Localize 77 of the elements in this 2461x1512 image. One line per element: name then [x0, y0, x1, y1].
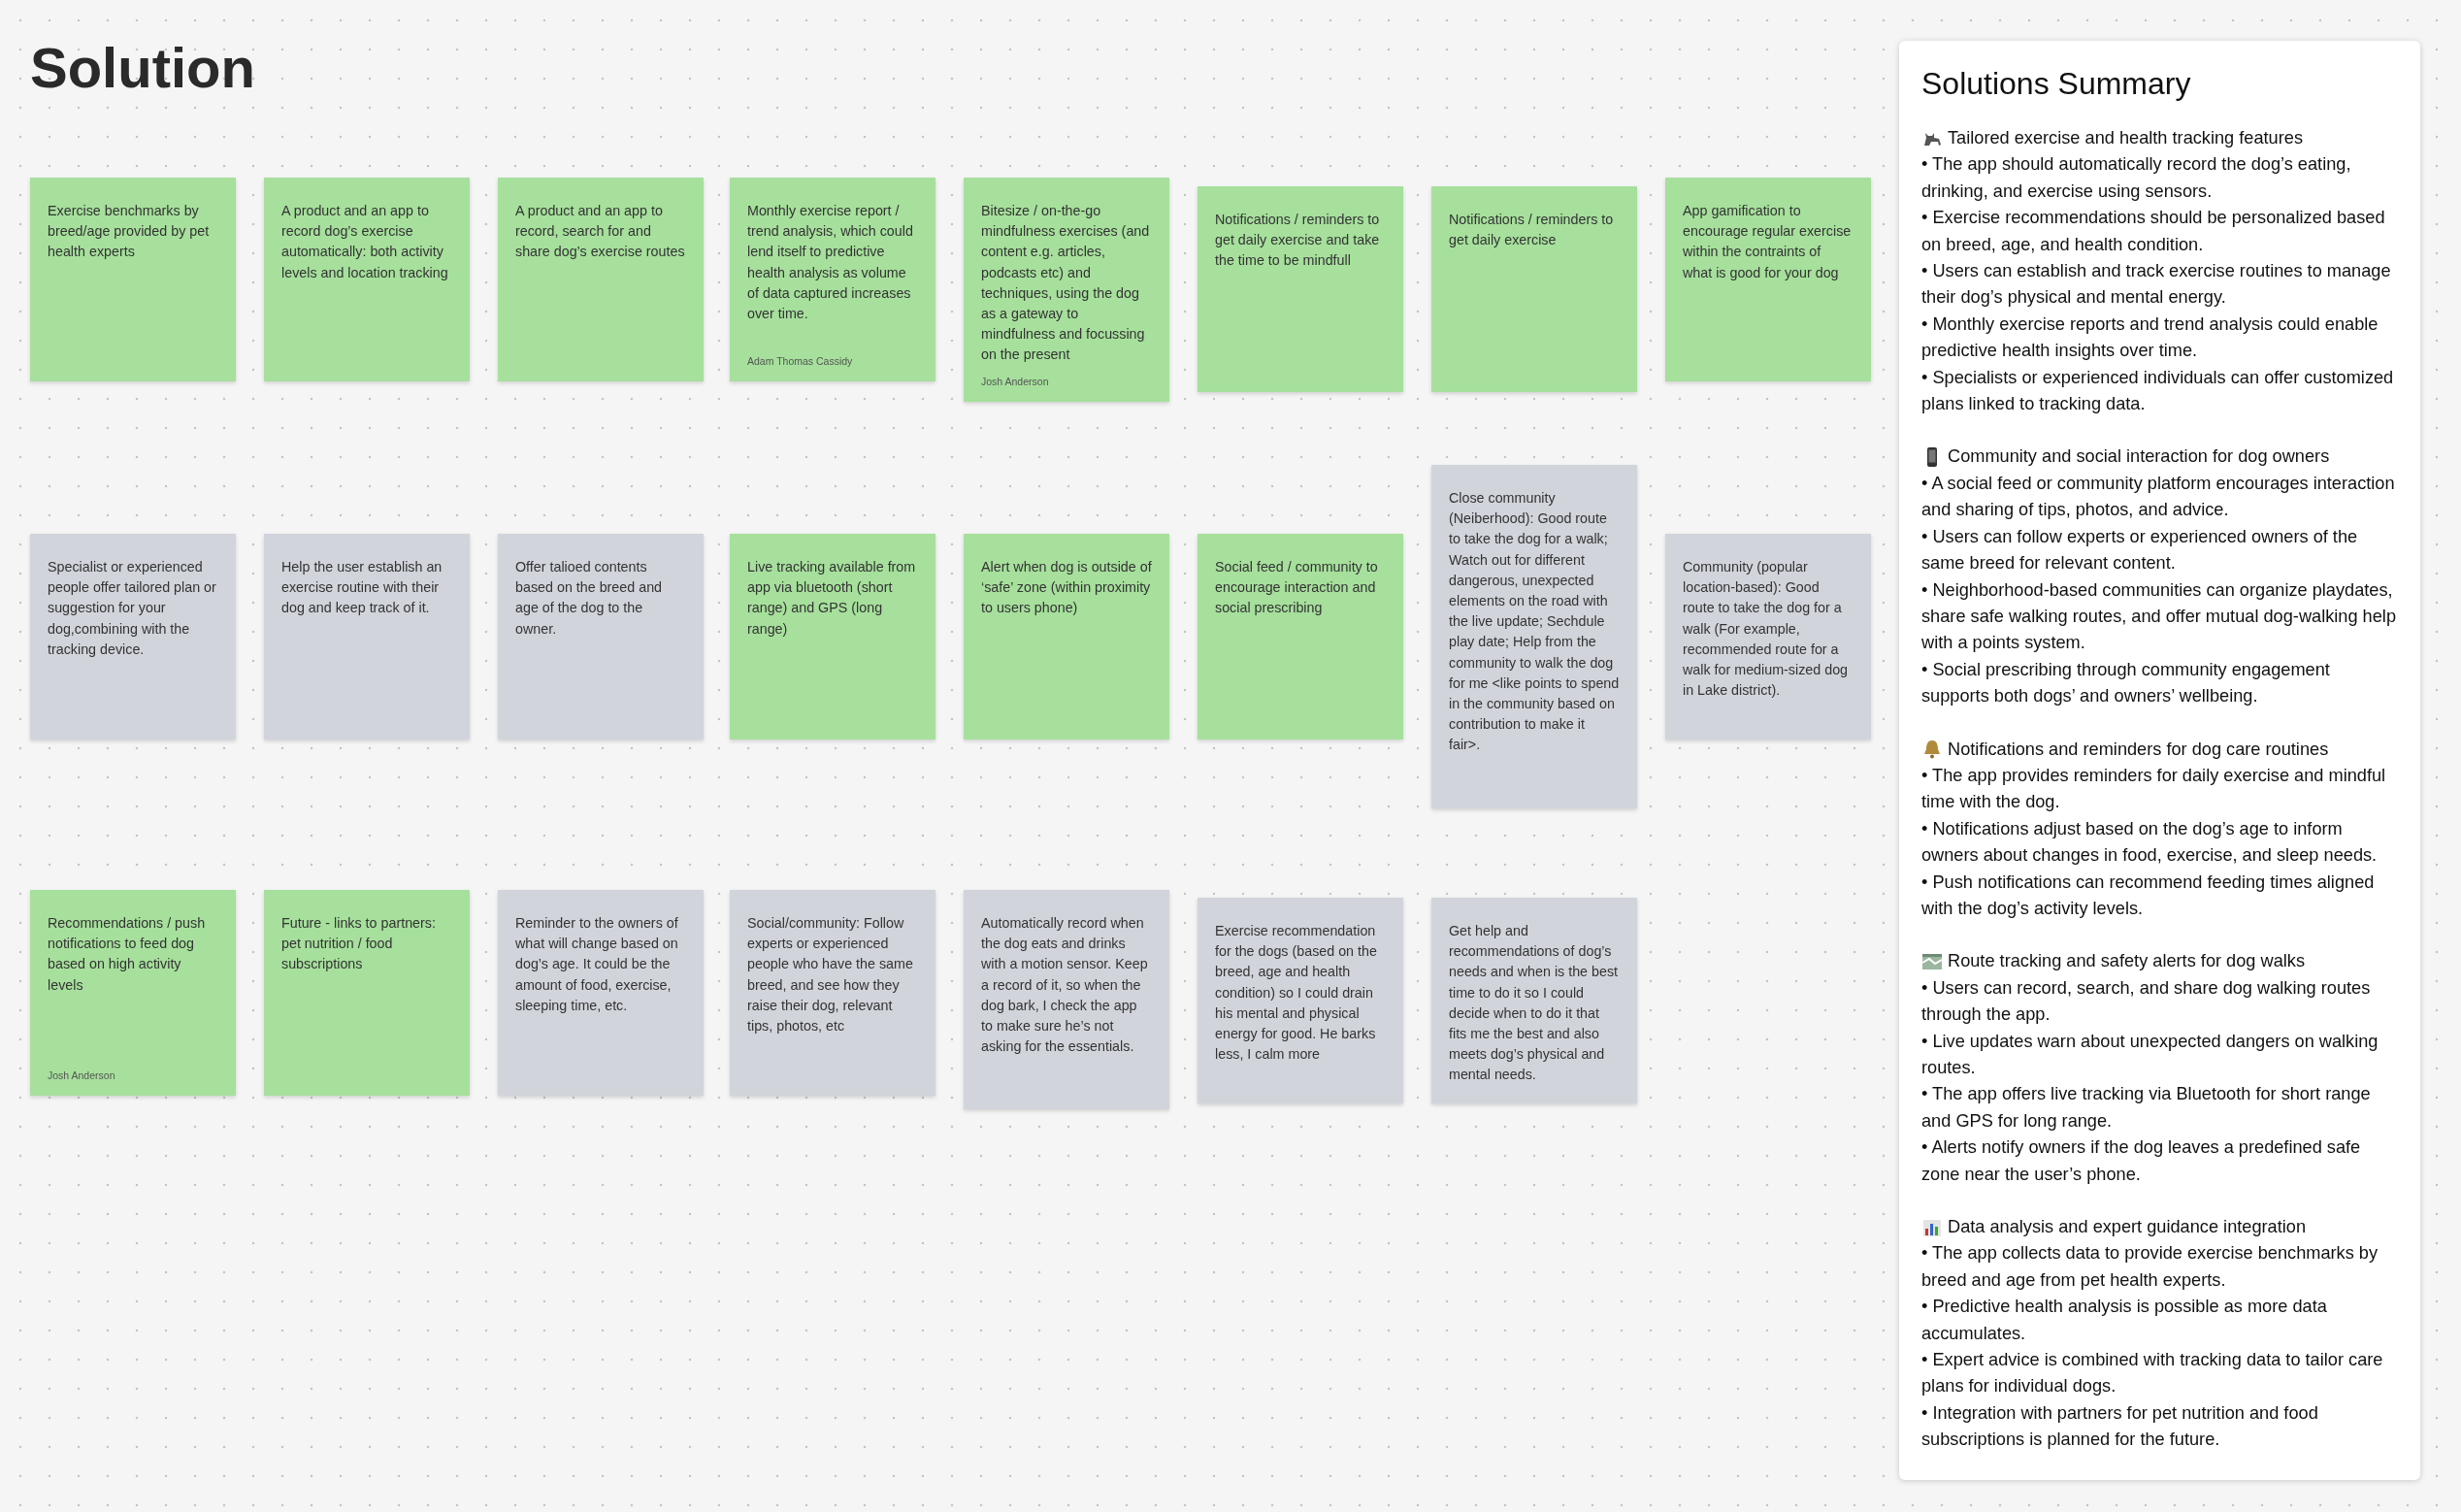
bullet-item: • Neighborhood-based communities can organize playdates, share safe walking routes, and offer mutual dog-walking help with a points system. [1921, 578, 2397, 655]
sticky-note [1665, 178, 1871, 381]
section-heading: Data analysis and expert guidance integration [1948, 1216, 2307, 1239]
note-text: Live tracking available from app via bluetooth (short range) and GPS (long range) [747, 558, 917, 639]
bullet-item: • Social prescribing through community engagement supports both dogs’ and owners’ wellbeing. [1921, 658, 2331, 708]
sticky-note [264, 178, 470, 381]
sticky-note [1198, 898, 1403, 1103]
note-text: Recommendations / push notifications to feed dog based on high activity levels [48, 914, 207, 995]
note-text: Reminder to the owners of what will change based on dog’s age. It could be the amount of food, exercise, sleeping time, etc. [515, 914, 679, 1015]
panel-heading: Solutions Summary [1921, 66, 2191, 102]
note-text: Notifications / reminders to get daily exercise and take the time to be mindfull [1215, 211, 1381, 271]
bullet-item: • Integration with partners for pet nutrition and food subscriptions is planned for the future. [1921, 1401, 2319, 1452]
note-text: Automatically record when the dog eats and drinks with a motion sensor. Keep a record of it, so when the dog bark, I check the app to make sure he’s not asking for the essentials. [981, 914, 1149, 1057]
bullet-item: • The app offers live tracking via Bluetooth for short range and GPS for long range. [1921, 1083, 2372, 1133]
page-title: Solution [30, 35, 255, 100]
sticky-note [30, 890, 236, 1096]
bullet-item: • The app collects data to provide exercise benchmarks by breed and age from pet health experts. [1921, 1242, 2379, 1292]
note-text: Get help and recommendations of dog’s needs and when is the best time to do it so I could decide when to do it that fits me the best and also meets dog’s physical and mental needs. [1449, 922, 1620, 1085]
sticky-note [498, 534, 704, 740]
bullet-item: • Specialists or experienced individuals can offer customized plans linked to tracking data. [1921, 366, 2395, 416]
note-text: App gamification to encourage regular exercise within the contraints of what is good for your dog [1683, 202, 1853, 282]
sticky-note [264, 890, 470, 1096]
bullet-item: • Alerts notify owners if the dog leaves a predefined safe zone near the user’s phone. [1921, 1136, 2362, 1186]
bullet-item: • Users can follow experts or experienced owners of the same breed for relevant content. [1921, 525, 2359, 575]
note-text: Exercise benchmarks by breed/age provided by pet health experts [48, 202, 211, 262]
sticky-note [1665, 534, 1871, 740]
bullet-item: • Predictive health analysis is possible as more data accumulates. [1921, 1296, 2328, 1345]
sticky-note [30, 178, 236, 381]
note-text: Community (popular location-based): Good route to take the dog for a walk (For example, recommended route for a walk for medium-sized dog in Lake district). [1683, 558, 1850, 701]
note-text: A product and an app to record, search for and share dog’s exercise routes [515, 202, 686, 262]
note-text: Notifications / reminders to get daily exercise [1449, 211, 1615, 250]
author-name: Josh Anderson [981, 376, 1049, 388]
bullet-item: • Notifications adjust based on the dog’s age to inform owners about changes in food, exercise, and sleep needs. [1921, 817, 2379, 868]
note-text: Bitesize / on-the-go mindfulness exercises (and content e.g. articles, podcasts etc) and techniques, using the dog as a gateway to mindfulness and focussing on the present [981, 202, 1151, 365]
sticky-note [1431, 898, 1637, 1103]
sticky-note [730, 534, 935, 740]
sticky-note [730, 890, 935, 1096]
sticky-note [264, 534, 470, 740]
author-name: Adam Thomas Cassidy [747, 355, 853, 368]
section-heading: Community and social interaction for dog owners [1948, 445, 2330, 469]
note-text: Exercise recommendation for the dogs (based on the breed, age and health condition) so I could drain his mental and physical energy for good. He barks less, I calm more [1215, 922, 1378, 1065]
note-text: A product and an app to record dog’s exercise automatically: both activity levels and location tracking [281, 202, 449, 282]
bullet-item: • Monthly exercise reports and trend analysis could enable predictive health insights over time. [1921, 312, 2379, 363]
section-heading: Tailored exercise and health tracking features [1948, 127, 2303, 149]
note-text: Help the user establish an exercise routine with their dog and keep track of it. [281, 558, 443, 618]
note-text: Monthly exercise report / trend analysis, which could lend itself to predictive health analysis as volume of data captured increases over time. [747, 202, 914, 323]
bullet-item: • Expert advice is combined with tracking data to tailor care plans for individual dogs. [1921, 1349, 2384, 1398]
section-heading: Route tracking and safety alerts for dog walks [1948, 950, 2305, 973]
bullet-item: • Users can record, search, and share dog walking routes through the app. [1921, 976, 2372, 1027]
sticky-note [1431, 465, 1637, 808]
sticky-note [964, 534, 1169, 740]
sticky-note [964, 890, 1169, 1109]
sticky-note [498, 178, 704, 381]
bullet-item: • The app provides reminders for daily exercise and mindful time with the dog. [1921, 764, 2387, 814]
bullet-item: • A social feed or community platform encourages interaction and sharing of tips, photos, and advice. [1921, 472, 2396, 522]
note-text: Future - links to partners: pet nutrition / food subscriptions [281, 914, 437, 974]
sticky-note [730, 178, 935, 381]
section-heading: Notifications and reminders for dog care routines [1948, 738, 2329, 761]
sticky-note [498, 890, 704, 1096]
bullet-item: • Exercise recommendations should be personalized based on breed, age, and health condition. [1921, 207, 2386, 256]
note-text: Close community (Neiberhood): Good route to take the dog for a walk; Watch out for different dangerous, unexpected elements on the road with the live update; Sechdule play date; Help from the community to walk the dog for me <like points to spend in the community based on contribution to make it fair>. [1449, 489, 1620, 755]
summary-panel [1899, 41, 2420, 1480]
sticky-note [1198, 186, 1403, 392]
note-text: Social feed / community to encourage interaction and social prescribing [1215, 558, 1379, 618]
sticky-note [1198, 534, 1403, 740]
note-text: Specialist or experienced people offer tailored plan or suggestion for your dog,combining with the tracking device. [48, 558, 217, 659]
bullet-item: • Push notifications can recommend feeding times aligned with the dog’s activity levels. [1921, 871, 2376, 920]
bullet-item: • The app should automatically record the dog’s eating, drinking, and exercise using sensors. [1921, 153, 2352, 203]
bullet-item: • Live updates warn about unexpected dangers on walking routes. [1921, 1030, 2379, 1079]
note-text: Alert when dog is outside of ‘safe’ zone (within proximity to users phone) [981, 558, 1152, 618]
bullet-item: • Users can establish and track exercise routines to manage their dog’s physical and mental energy. [1921, 260, 2392, 310]
sticky-note [964, 178, 1169, 402]
sticky-note [1431, 186, 1637, 392]
sticky-note [30, 534, 236, 740]
note-text: Social/community: Follow experts or experienced people who have the same breed, and see how they raise their dog, relevant tips, photos, etc [747, 914, 914, 1035]
author-name: Josh Anderson [48, 1069, 115, 1082]
note-text: Offer talioed contents based on the breed and age of the dog to the owner. [515, 558, 664, 639]
